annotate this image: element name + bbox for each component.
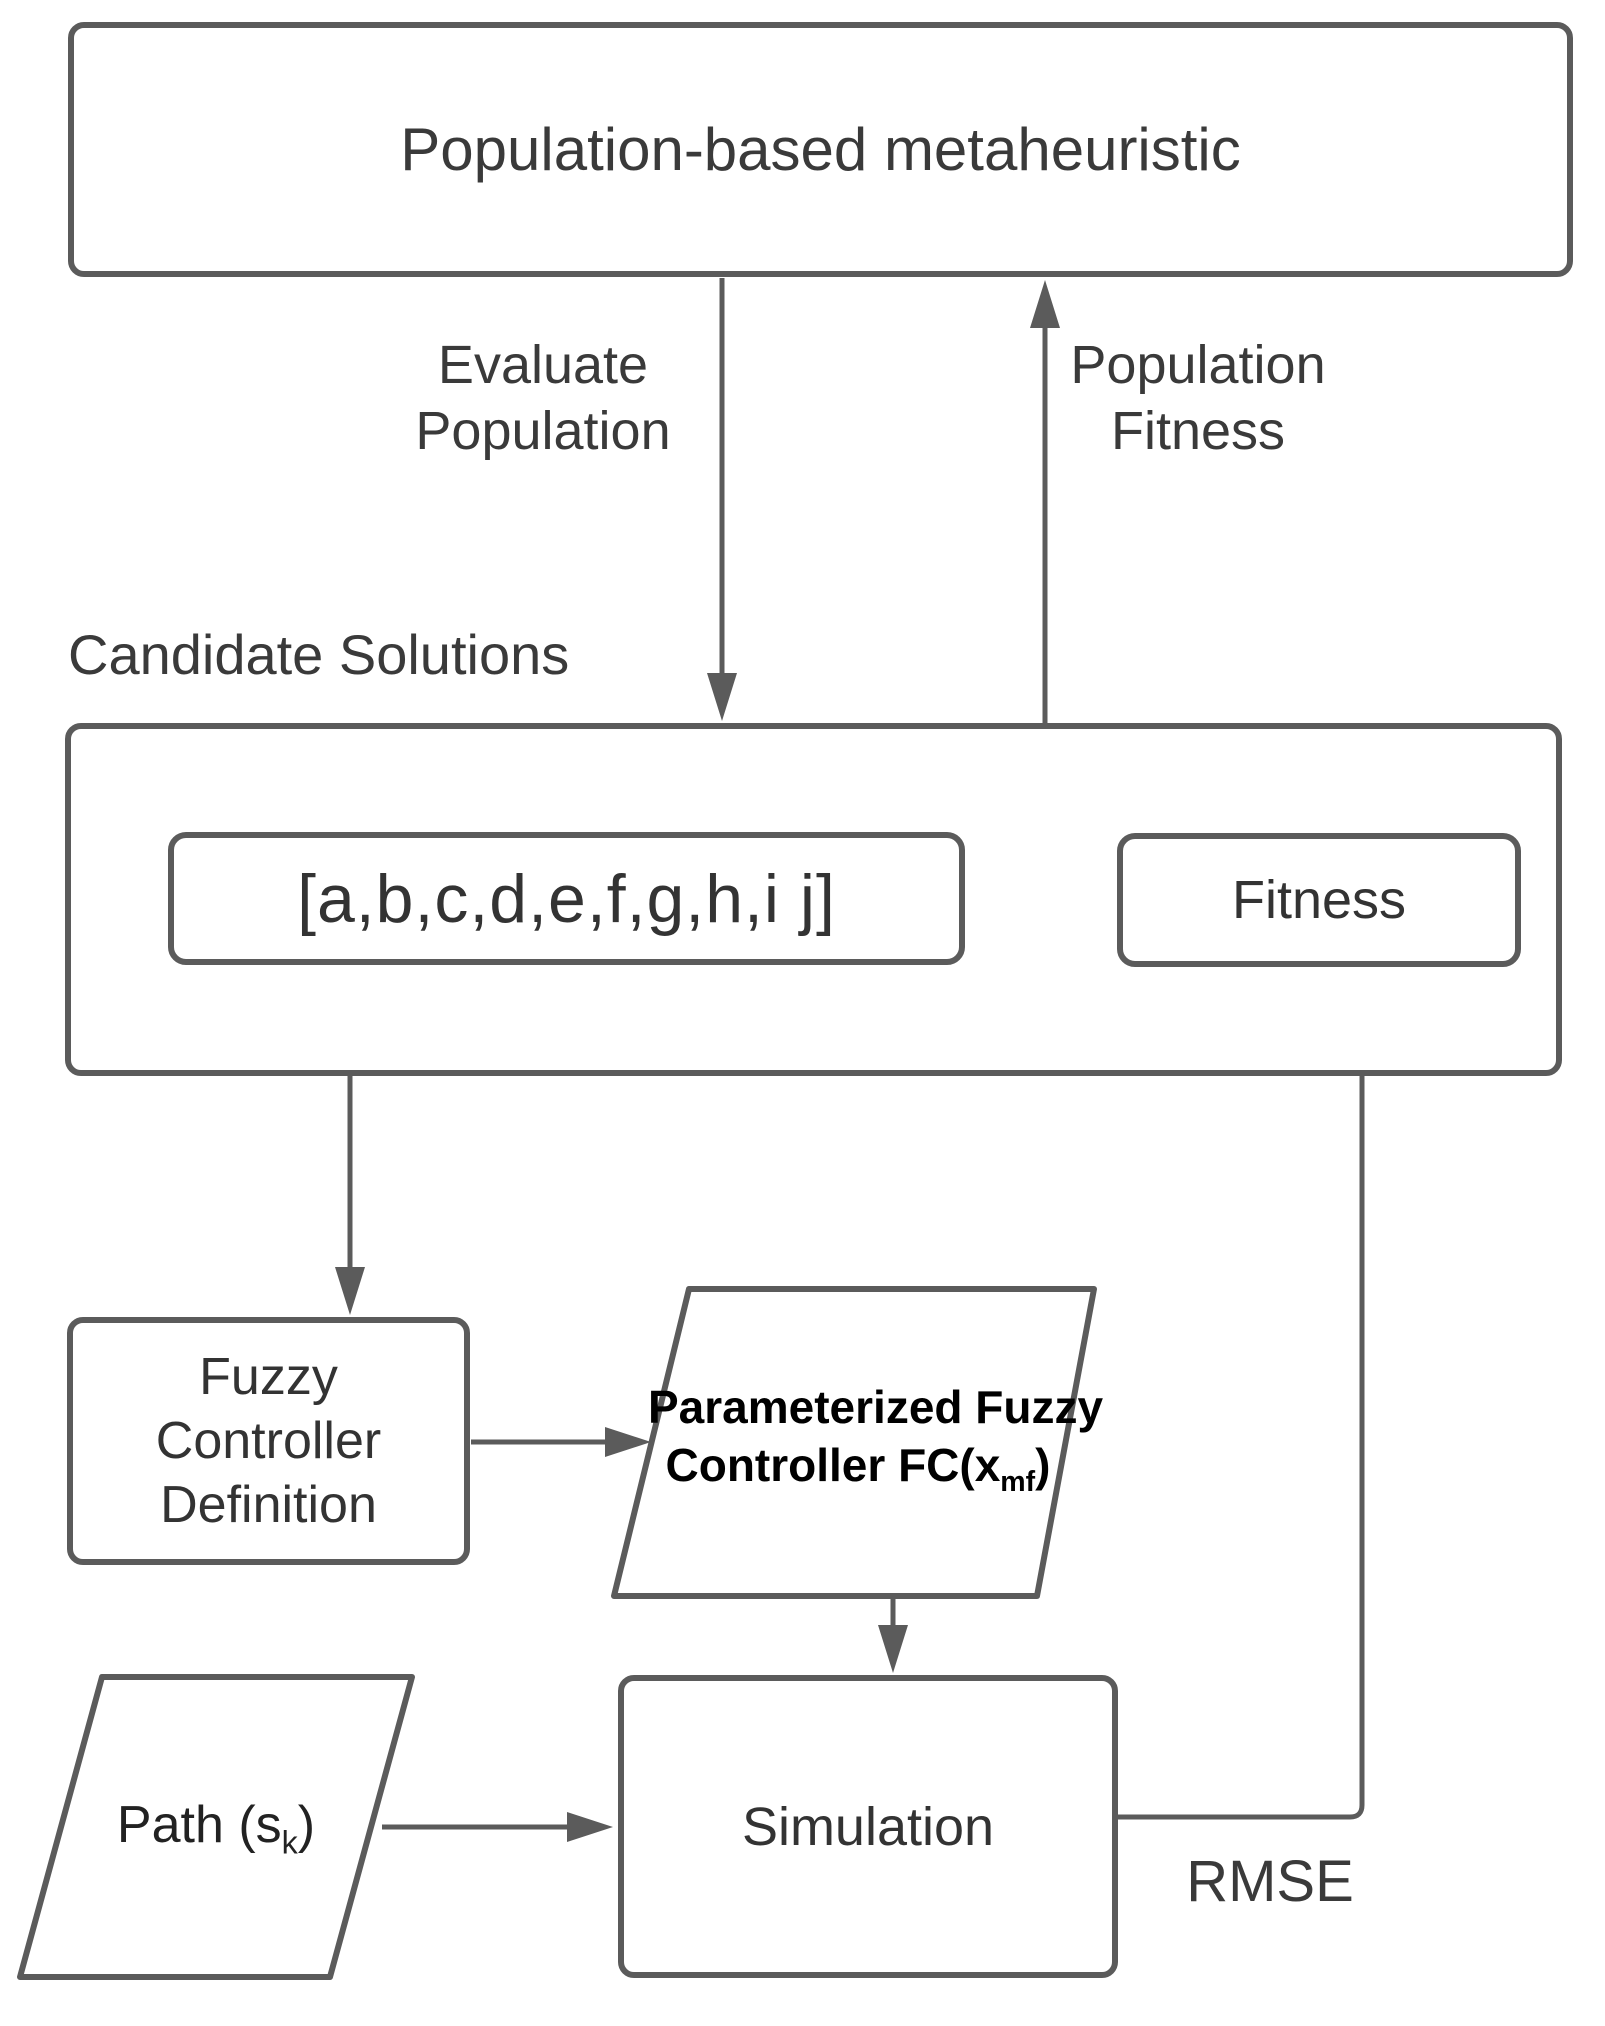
- population-fitness-line1: Population: [1070, 335, 1326, 395]
- fuzzy-line3: Definition: [160, 1476, 377, 1534]
- evaluate-population-label: Evaluate Population: [393, 332, 693, 464]
- path-label-base: Path (s: [116, 1796, 282, 1854]
- fitness-box: Fitness: [1117, 833, 1521, 967]
- evaluate-population-line2: Population: [415, 401, 671, 461]
- parameterized-fuzzy-controller-label: Parameterized Fuzzy Controller FC(xmf): [648, 1378, 1104, 1496]
- metaheuristic-label: Population-based metaheuristic: [400, 116, 1241, 183]
- vector-to-fuzzy-arrowhead: [335, 1267, 365, 1315]
- rmse-label: RMSE: [1186, 1849, 1354, 1914]
- path-label-close: ): [297, 1796, 316, 1854]
- simulation-box: Simulation: [618, 1675, 1118, 1978]
- evaluate-population-arrowhead: [707, 673, 737, 721]
- fuzzy-controller-definition-box: Fuzzy Controller Definition: [67, 1317, 470, 1565]
- evaluate-population-line1: Evaluate: [437, 335, 649, 395]
- pfc-line2: Controller FC(xmf): [648, 1436, 1068, 1496]
- fuzzy-line2: Controller: [155, 1412, 382, 1470]
- fuzzy-line1: Fuzzy: [199, 1348, 338, 1406]
- population-fitness-line2: Fitness: [1110, 401, 1286, 461]
- path-label: Path (sk): [36, 1795, 396, 1859]
- population-fitness-arrowhead: [1030, 280, 1060, 328]
- pfc-line2-base: Controller FC(x: [665, 1439, 1001, 1491]
- candidate-solutions-label: Candidate Solutions: [68, 623, 570, 686]
- solution-vector-box: [a,b,c,d,e,f,g,h,i j]: [168, 832, 965, 965]
- pfc-line1: Parameterized Fuzzy: [648, 1381, 1104, 1433]
- path-label-subscript: k: [281, 1824, 298, 1861]
- simulation-label: Simulation: [741, 1796, 995, 1857]
- pfc-line2-subscript: mf: [1000, 1466, 1036, 1499]
- population-fitness-label: Population Fitness: [1048, 332, 1348, 464]
- metaheuristic-box: Population-based metaheuristic: [68, 22, 1573, 277]
- fuzzy-controller-definition-label: Fuzzy Controller Definition: [156, 1345, 381, 1537]
- pfc-line2-close: ): [1035, 1439, 1051, 1491]
- solution-vector-label: [a,b,c,d,e,f,g,h,i j]: [297, 860, 836, 937]
- rmse-feedback-line: [1118, 1024, 1365, 1820]
- path-to-simulation-arrowhead: [567, 1812, 613, 1842]
- pfc-to-simulation-arrowhead: [878, 1625, 908, 1673]
- fitness-label: Fitness: [1231, 870, 1407, 930]
- fuzzy-to-pfc-arrowhead: [605, 1427, 651, 1457]
